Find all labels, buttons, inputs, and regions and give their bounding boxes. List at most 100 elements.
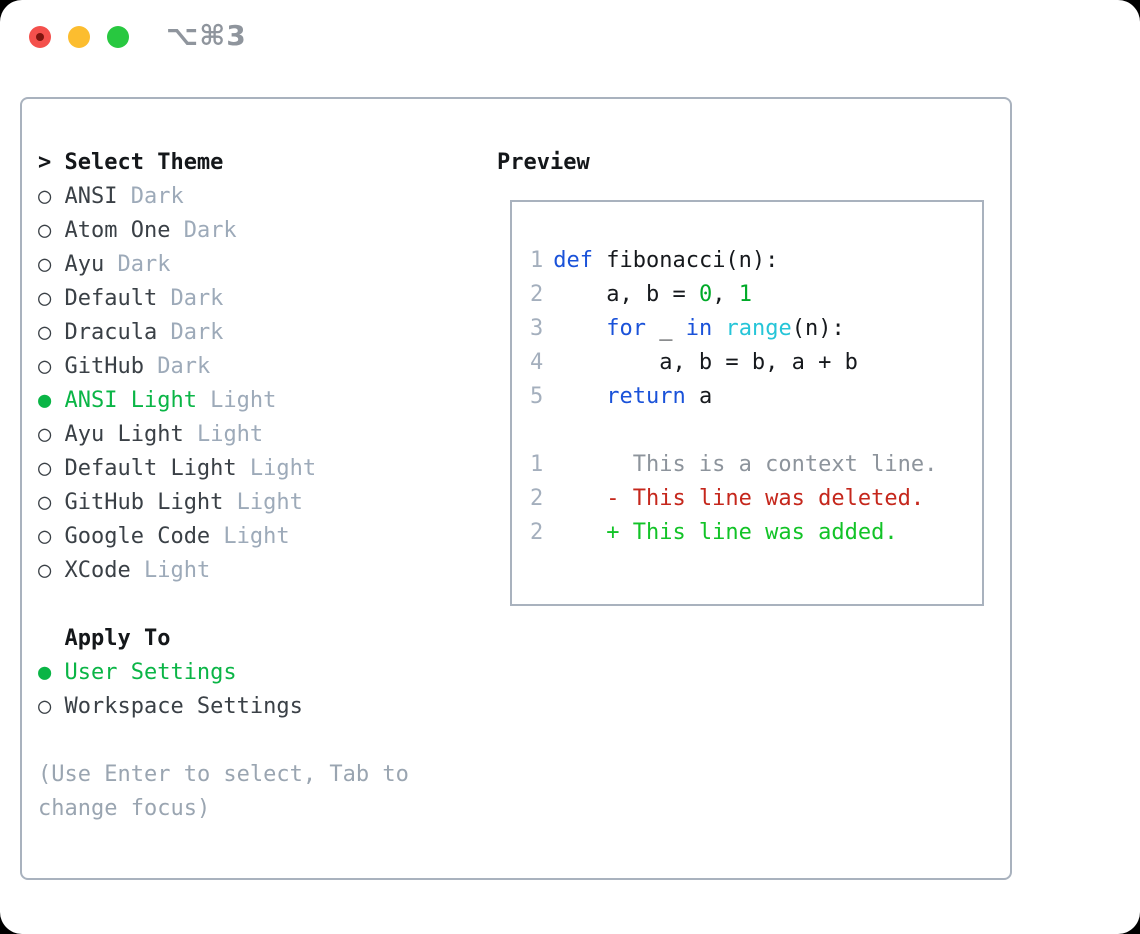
theme-option-google-code[interactable]: ○Google Code Light [38, 520, 409, 554]
theme-variant-label: Dark [104, 252, 171, 277]
radio-selected-icon: ● [38, 388, 52, 413]
hint-text: (Use Enter to select, Tab to change focus… [38, 758, 409, 826]
code-line [530, 414, 982, 448]
apply-list: ●User Settings ○ Workspace Settings [38, 656, 409, 724]
code-line: 1 def fibonacci(n): [530, 244, 982, 278]
theme-option-atom-one[interactable]: ○ Atom One Dark [38, 214, 409, 248]
line-number: 4 [530, 350, 544, 375]
code-line: 2 a, b = 0, 1 [530, 278, 982, 312]
line-number: 1 [530, 452, 544, 477]
preview-heading: Preview [497, 150, 590, 175]
code-token: + This line was added. [553, 520, 898, 545]
theme-variant-label: Dark [170, 218, 237, 243]
hint-line: (Use Enter to select, Tab to [38, 762, 409, 787]
radio-icon: ○ [38, 218, 52, 243]
code-token: in [685, 316, 713, 341]
theme-option-ayu-light[interactable]: ○Ayu Light Light [38, 418, 409, 452]
radio-icon: ○ [38, 184, 52, 209]
theme-label: GitHub Light [64, 490, 224, 515]
apply-option-user-settings[interactable]: ●User Settings [38, 656, 409, 690]
minimize-button[interactable] [68, 26, 90, 48]
theme-variant-label: Light [196, 388, 277, 413]
zoom-button[interactable] [107, 26, 129, 48]
apply-option-workspace-settings[interactable]: ○ Workspace Settings [38, 690, 409, 724]
theme-label: GitHub [64, 354, 144, 379]
caret-icon: > [38, 150, 52, 175]
titlebar: ⌥⌘3 [0, 0, 1140, 75]
line-number: 2 [530, 282, 544, 307]
theme-variant-label: Light [210, 524, 290, 549]
theme-variant-label: Light [236, 456, 317, 481]
theme-variant-label: Dark [143, 354, 211, 379]
code-token: This is a context line. [553, 452, 938, 477]
code-token: a [685, 384, 713, 409]
theme-variant-label: Light [223, 490, 303, 515]
theme-variant-label: Dark [117, 184, 184, 209]
code-line: 5 return a [530, 380, 982, 414]
code-line: 4 a, b = b, a + b [530, 346, 982, 380]
theme-label: Google Code [64, 524, 211, 549]
radio-icon: ○ [38, 694, 52, 719]
theme-label: ANSI Light [64, 388, 197, 413]
line-number: 1 [530, 248, 544, 273]
radio-icon: ○ [38, 422, 52, 447]
theme-option-default[interactable]: ○Default Dark [38, 282, 409, 316]
code-token: - This line was deleted. [553, 486, 925, 511]
theme-option-ansi[interactable]: ○ ANSI Dark [38, 180, 409, 214]
theme-label: Dracula [64, 320, 158, 345]
theme-variant-label: Dark [157, 320, 224, 345]
code-token [553, 316, 606, 341]
code-token: def [553, 248, 593, 273]
theme-option-github[interactable]: ○ GitHub Dark [38, 350, 409, 384]
code-token: a, b = b, a + b [553, 350, 858, 375]
code-token: for [606, 316, 646, 341]
theme-label: XCode [64, 558, 131, 583]
spacer [38, 724, 409, 758]
theme-picker-panel: >Select Theme ○ANSI Dark○Atom One Dark○A… [20, 97, 1012, 880]
apply-to-heading: Apply To [38, 622, 409, 656]
theme-label: ANSI [64, 184, 118, 209]
theme-option-xcode[interactable]: ○ XCode Light [38, 554, 409, 588]
code-token [712, 316, 725, 341]
theme-label: Ayu Light [64, 422, 184, 447]
radio-icon: ○ [38, 456, 52, 481]
close-button[interactable] [29, 26, 51, 48]
code-line: 2 - This line was deleted. [530, 482, 982, 516]
line-number: 2 [530, 520, 544, 545]
theme-option-default-light[interactable]: ○Default Light Light [38, 452, 409, 486]
select-theme-heading: > Select Theme [38, 146, 409, 180]
theme-option-ayu[interactable]: ○Ayu Dark [38, 248, 409, 282]
left-pane: >Select Theme ○ANSI Dark○Atom One Dark○A… [38, 146, 409, 826]
theme-label: Default [64, 286, 158, 311]
code-token: (n): [791, 316, 845, 341]
hint-line: change focus) [38, 796, 211, 821]
code-token [553, 384, 606, 409]
theme-option-dracula[interactable]: ○ Dracula Dark [38, 316, 409, 350]
radio-icon: ○ [38, 320, 52, 345]
apply-to-heading-label: Apply To [64, 626, 171, 651]
theme-label: Ayu [64, 252, 105, 277]
theme-option-ansi-light[interactable]: ● ANSI Light Light [38, 384, 409, 418]
line-number: 5 [530, 384, 544, 409]
code-token: fibonacci(n): [592, 248, 779, 273]
theme-variant-label: Dark [157, 286, 224, 311]
radio-selected-icon: ● [38, 660, 52, 685]
spacer [38, 588, 409, 622]
code-token: a, b = [553, 282, 699, 307]
line-number: 3 [530, 316, 544, 341]
theme-option-github-light[interactable]: ○GitHub Light Light [38, 486, 409, 520]
select-theme-heading-label: Select Theme [64, 150, 224, 175]
theme-variant-label: Light [130, 558, 211, 583]
radio-icon: ○ [38, 354, 52, 379]
code-token: 1 [738, 282, 752, 307]
radio-icon: ○ [38, 558, 52, 583]
code-token: range [725, 316, 792, 341]
theme-list: ○ANSI Dark○Atom One Dark○Ayu Dark○Defaul… [38, 180, 409, 588]
line-number: 2 [530, 486, 544, 511]
code-line: 1 This is a context line. [530, 448, 982, 482]
apply-option-label: Workspace Settings [64, 694, 303, 719]
theme-label: Atom One [64, 218, 171, 243]
